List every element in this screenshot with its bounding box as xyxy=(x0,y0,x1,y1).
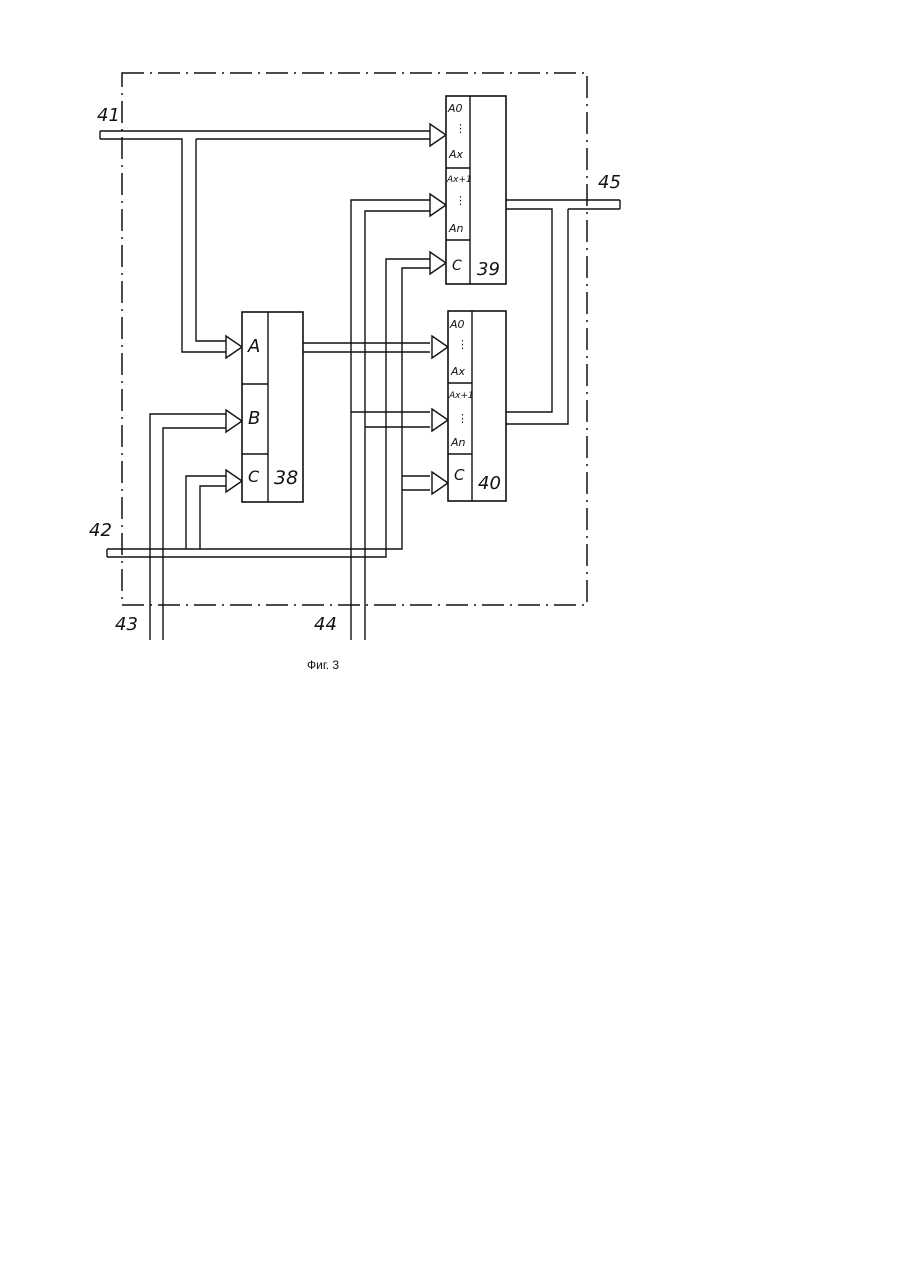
block-40-pin-ax: Ax xyxy=(450,365,466,378)
bus-45 xyxy=(506,200,620,424)
block-39-dots-1: ⋮ xyxy=(455,122,466,135)
block-40-pin-ax1: Ax+1 xyxy=(448,391,474,401)
block-38-pin-c: C xyxy=(248,467,260,486)
bus-label-43: 43 xyxy=(115,614,138,635)
block-39-pin-an: An xyxy=(448,222,464,235)
block-39-pin-ax1: Ax+1 xyxy=(446,175,472,185)
arrowhead-40-c xyxy=(432,472,448,494)
block-40: A0 ⋮ Ax Ax+1 ⋮ An C 40 xyxy=(448,311,506,501)
block-39-dots-2: ⋮ xyxy=(455,194,466,207)
bus-label-41: 41 xyxy=(97,105,120,126)
arrowhead-38-b xyxy=(226,410,242,432)
bus-43 xyxy=(150,414,229,640)
arrowhead-40-a0 xyxy=(432,336,448,358)
block-40-dots-2: ⋮ xyxy=(457,412,468,425)
block-40-pin-c: C xyxy=(454,466,465,484)
figure-caption: Фиг. 3 xyxy=(307,658,339,672)
block-39-pin-ax: Ax xyxy=(448,148,464,161)
enclosure-frame xyxy=(122,73,587,605)
block-38: A B C 38 xyxy=(242,312,303,502)
block-39-number: 39 xyxy=(477,259,500,280)
arrowhead-40-ax1 xyxy=(432,409,448,431)
block-40-pin-an: An xyxy=(450,436,466,449)
bus-label-44: 44 xyxy=(314,614,337,635)
arrowhead-39-c xyxy=(430,252,446,274)
block-38-pin-b: B xyxy=(248,408,260,429)
arrowhead-39-a0 xyxy=(430,124,446,146)
bus-44 xyxy=(351,200,430,640)
block-39-pin-c: C xyxy=(452,258,462,274)
arrowhead-38-c xyxy=(226,470,242,492)
block-38-number: 38 xyxy=(274,467,298,489)
block-39-pin-a0: A0 xyxy=(447,102,463,115)
block-38-pin-a: A xyxy=(247,336,260,357)
arrowhead-38-a xyxy=(226,336,242,358)
block-40-dots-1: ⋮ xyxy=(457,338,468,351)
block-40-pin-a0: A0 xyxy=(449,318,465,331)
block-39: A0 ⋮ Ax Ax+1 ⋮ An C 39 xyxy=(446,96,506,284)
block-40-number: 40 xyxy=(478,473,501,494)
arrowhead-39-ax1 xyxy=(430,194,446,216)
bus-label-42: 42 xyxy=(89,520,112,541)
bus-label-45: 45 xyxy=(598,172,621,193)
bus-38-output xyxy=(303,343,430,352)
